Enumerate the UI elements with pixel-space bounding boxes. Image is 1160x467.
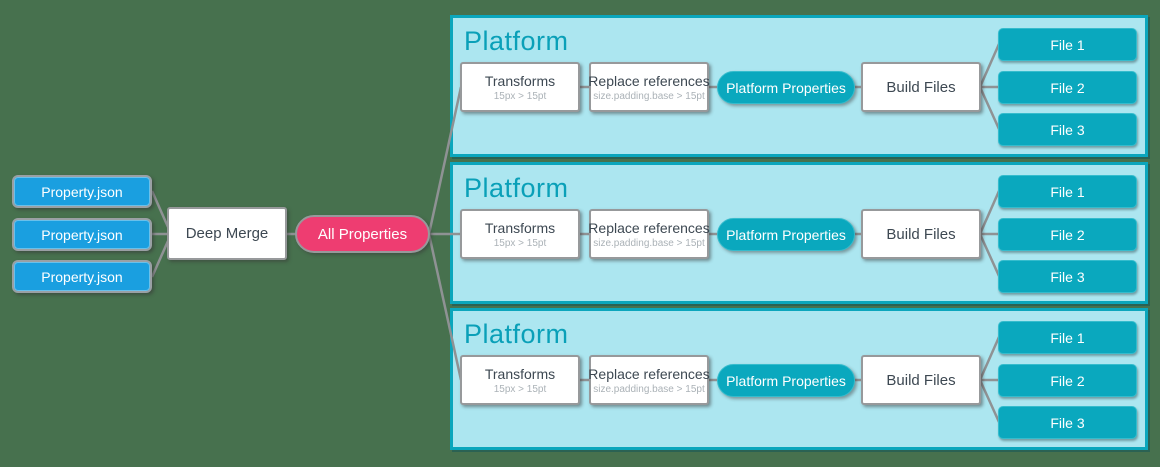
build-files-label: Build Files xyxy=(886,78,956,96)
transforms-sublabel: 15px > 15pt xyxy=(493,237,547,249)
source-file-box: Property.json xyxy=(12,175,152,208)
source-file-box: Property.json xyxy=(12,260,152,293)
transforms-sublabel: 15px > 15pt xyxy=(493,383,547,395)
file-box: File 2 xyxy=(998,71,1137,104)
platform-properties-pill: Platform Properties xyxy=(717,218,855,251)
replace-references-sublabel: size.padding.base > 15pt xyxy=(593,237,705,249)
transforms-label: Transforms xyxy=(484,365,556,382)
file-box: File 1 xyxy=(998,28,1137,61)
build-files-label: Build Files xyxy=(886,225,956,243)
replace-references-box: Replace references size.padding.base > 1… xyxy=(588,355,710,405)
transforms-label: Transforms xyxy=(484,72,556,89)
deep-merge-box: Deep Merge xyxy=(167,207,287,260)
build-files-box: Build Files xyxy=(861,62,981,112)
source-file-box: Property.json xyxy=(12,218,152,251)
file-box: File 3 xyxy=(998,406,1137,439)
transforms-sublabel: 15px > 15pt xyxy=(493,90,547,102)
build-files-box: Build Files xyxy=(861,209,981,259)
platform-properties-pill: Platform Properties xyxy=(717,364,855,397)
platform-properties-pill: Platform Properties xyxy=(717,71,855,104)
file-box: File 1 xyxy=(998,175,1137,208)
transforms-box: Transforms 15px > 15pt xyxy=(460,209,580,259)
replace-references-label: Replace references xyxy=(588,365,710,382)
replace-references-sublabel: size.padding.base > 15pt xyxy=(593,383,705,395)
transforms-label: Transforms xyxy=(484,219,556,236)
panel-title: Platform xyxy=(464,173,569,203)
replace-references-sublabel: size.padding.base > 15pt xyxy=(593,90,705,102)
file-box: File 3 xyxy=(998,113,1137,146)
connector-line xyxy=(150,190,170,228)
file-box: File 1 xyxy=(998,321,1137,354)
file-box: File 2 xyxy=(998,218,1137,251)
file-box: File 3 xyxy=(998,260,1137,293)
transforms-box: Transforms 15px > 15pt xyxy=(460,355,580,405)
all-properties-pill: All Properties xyxy=(295,215,430,253)
build-files-box: Build Files xyxy=(861,355,981,405)
panel-title: Platform xyxy=(464,26,569,56)
transforms-box: Transforms 15px > 15pt xyxy=(460,62,580,112)
file-box: File 2 xyxy=(998,364,1137,397)
panel-title: Platform xyxy=(464,319,569,349)
deep-merge-label: Deep Merge xyxy=(185,225,269,242)
replace-references-label: Replace references xyxy=(588,219,710,236)
build-files-label: Build Files xyxy=(886,371,956,389)
replace-references-box: Replace references size.padding.base > 1… xyxy=(588,209,710,259)
replace-references-label: Replace references xyxy=(588,72,710,89)
connector-line xyxy=(150,240,170,278)
replace-references-box: Replace references size.padding.base > 1… xyxy=(588,62,710,112)
